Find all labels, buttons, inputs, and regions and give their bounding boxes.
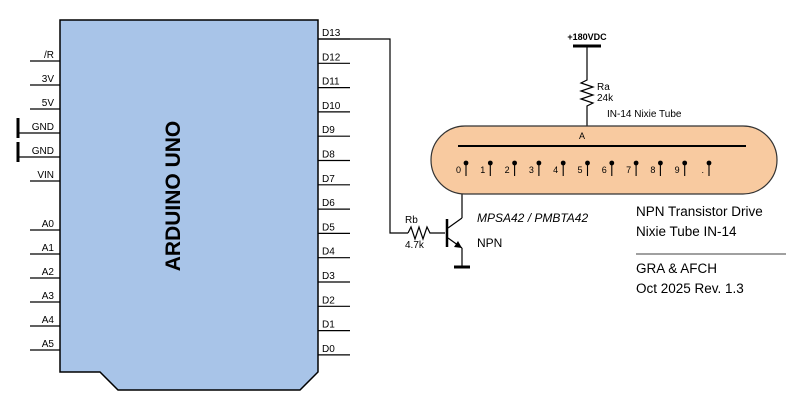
tube-pin-label: 7 bbox=[626, 165, 631, 175]
supply-label: +180VDC bbox=[567, 32, 607, 42]
right-pin-label: D2 bbox=[322, 295, 335, 306]
wire-d13 bbox=[318, 38, 408, 234]
right-pin-label: D7 bbox=[322, 174, 335, 185]
right-pin-label: D6 bbox=[322, 198, 335, 209]
tube-pin-label: 4 bbox=[553, 165, 558, 175]
tube-pin-label: 8 bbox=[650, 165, 655, 175]
right-pin-label: D5 bbox=[322, 222, 335, 233]
right-pin-label: D12 bbox=[322, 52, 341, 63]
rb-value: 4.7k bbox=[405, 240, 425, 251]
transistor-type: NPN bbox=[477, 236, 502, 250]
rb-resistor bbox=[407, 225, 445, 241]
left-pin-label: 3V bbox=[42, 74, 55, 85]
anode-label: A bbox=[579, 131, 585, 141]
info-line-1: NPN Transistor Drive bbox=[636, 204, 763, 219]
left-pin-label: A2 bbox=[42, 267, 55, 278]
left-pin-label: A4 bbox=[42, 315, 55, 326]
tube-pin-label: . bbox=[701, 165, 704, 175]
right-pin-label: D0 bbox=[322, 344, 335, 355]
tube-pin-label: 2 bbox=[505, 165, 510, 175]
ra-value: 24k bbox=[597, 93, 614, 104]
info-line-2: Nixie Tube IN-14 bbox=[636, 224, 737, 239]
right-pin-label: D3 bbox=[322, 271, 335, 282]
tube-pin-label: 9 bbox=[675, 165, 680, 175]
tube-cathode-pins: 0 1 2 3 4 5 6 7 8 9. bbox=[456, 160, 712, 176]
tube-pin-label: 1 bbox=[480, 165, 485, 175]
info-line-4: Oct 2025 Rev. 1.3 bbox=[636, 281, 744, 296]
left-pin-label: A0 bbox=[42, 219, 55, 230]
nixie-tube bbox=[430, 125, 778, 195]
left-pin-label: A1 bbox=[42, 243, 55, 254]
left-pin-label: A5 bbox=[42, 339, 55, 350]
transistor-part: MPSA42 / PMBTA42 bbox=[477, 211, 588, 225]
left-pin-label: GND bbox=[32, 146, 54, 157]
npn-transistor bbox=[445, 173, 470, 269]
rb-name: Rb bbox=[405, 215, 418, 226]
left-pin-label: /R bbox=[44, 50, 54, 61]
left-pin-label: GND bbox=[32, 122, 54, 133]
right-pin-label: D9 bbox=[322, 125, 335, 136]
right-pin-label: D1 bbox=[322, 320, 335, 331]
right-pin-label: D4 bbox=[322, 247, 335, 258]
left-pin-label: VIN bbox=[37, 170, 54, 181]
tube-pin-label: 5 bbox=[577, 165, 582, 175]
arduino-board bbox=[59, 19, 319, 391]
ra-resistor bbox=[579, 46, 595, 146]
tube-pin-label: 6 bbox=[602, 165, 607, 175]
ra-name: Ra bbox=[597, 82, 610, 93]
left-pin-label: A3 bbox=[42, 291, 55, 302]
right-pin-label: D13 bbox=[322, 28, 341, 39]
right-pin-label: D10 bbox=[322, 101, 341, 112]
info-line-3: GRA & AFCH bbox=[636, 261, 717, 276]
tube-title: IN-14 Nixie Tube bbox=[607, 109, 682, 120]
tube-pin-label: 0 bbox=[456, 165, 461, 175]
left-pin-label: 5V bbox=[42, 98, 55, 109]
right-pin-label: D8 bbox=[322, 150, 335, 161]
arduino-board-name: ARDUINO UNO bbox=[162, 121, 185, 272]
right-pin-label: D11 bbox=[322, 77, 340, 88]
tube-pin-label: 3 bbox=[529, 165, 534, 175]
